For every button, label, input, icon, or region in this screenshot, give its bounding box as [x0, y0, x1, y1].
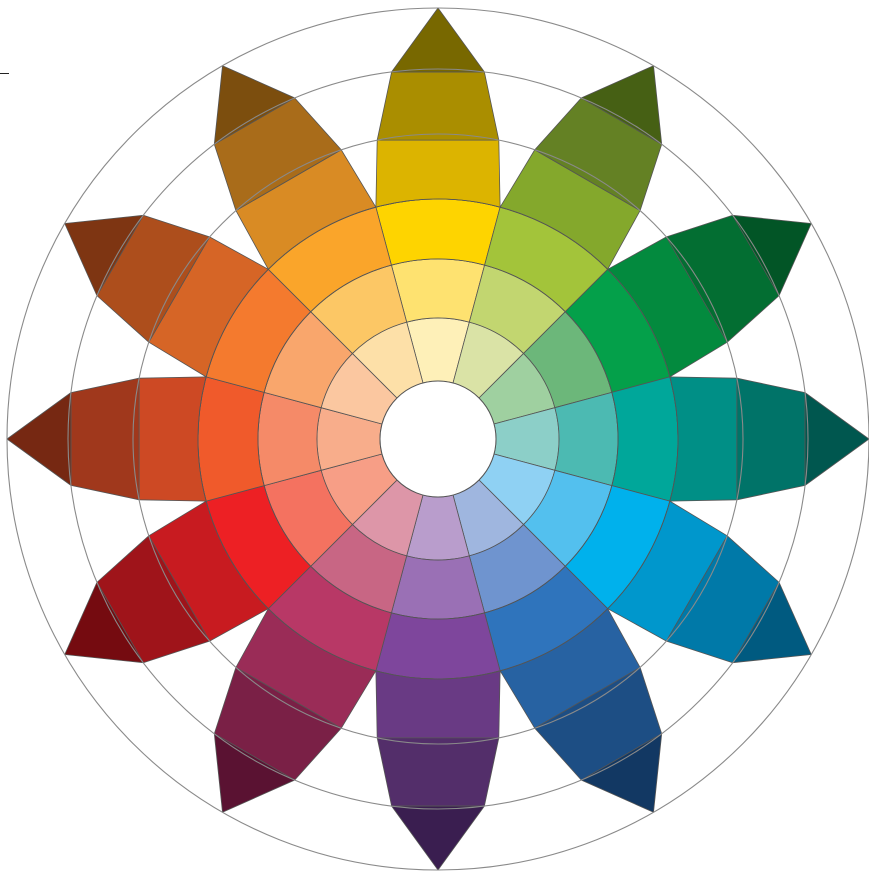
swatch-blue-green-3 [612, 377, 678, 501]
crop-mark [0, 73, 9, 74]
swatch-red-orange-2 [258, 392, 321, 485]
swatch-red-orange-5 [71, 378, 139, 500]
swatch-violet-4 [376, 671, 500, 738]
swatch-red-orange-6 [7, 393, 71, 486]
swatch-violet-5 [377, 738, 499, 806]
swatch-blue-green-6 [805, 393, 869, 486]
center-hole [380, 381, 496, 497]
swatch-yellow-5 [377, 72, 499, 140]
swatch-yellow-4 [376, 140, 500, 207]
swatch-blue-green-4 [670, 377, 737, 501]
swatch-violet-6 [392, 806, 485, 870]
swatch-blue-green-5 [737, 378, 805, 500]
swatch-violet-2 [391, 556, 484, 619]
swatch-red-orange-4 [139, 377, 206, 501]
swatch-violet-3 [376, 613, 500, 679]
swatch-yellow-3 [376, 199, 500, 265]
swatch-yellow-2 [391, 259, 484, 322]
swatch-yellow-6 [392, 8, 485, 72]
swatch-blue-green-2 [555, 392, 618, 485]
swatch-red-orange-3 [198, 377, 264, 501]
